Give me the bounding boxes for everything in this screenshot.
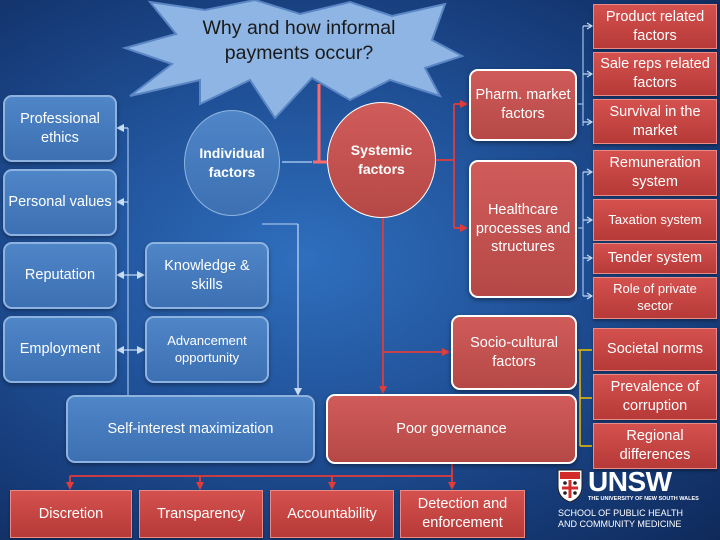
socio-cultural-factors-box: Socio-cultural factors: [451, 315, 577, 390]
diagram-title: Why and how informal payments occur?: [202, 17, 396, 65]
healthcare-processes-box: Healthcare processes and structures: [469, 160, 577, 298]
poor-governance-box: Poor governance: [326, 394, 577, 464]
employment-box: Employment: [3, 316, 117, 383]
role-of-private-sector-box: Role of private sector: [593, 277, 717, 319]
sale-reps-related-factors-box: Sale reps related factors: [593, 52, 717, 96]
title-burst: [121, 0, 465, 120]
self-interest-maximization-box: Self-interest maximization: [66, 395, 315, 463]
reputation-box: Reputation: [3, 242, 117, 309]
pharm-market-factors-box: Pharm. market factors: [469, 69, 577, 141]
detection-enforcement-box: Detection and enforcement: [400, 490, 525, 538]
unsw-wordmark: UNSW: [588, 466, 672, 497]
prevalence-of-corruption-box: Prevalence of corruption: [593, 374, 717, 420]
school-line-2: AND COMMUNITY MEDICINE: [558, 519, 682, 530]
societal-norms-box: Societal norms: [593, 328, 717, 371]
accountability-box: Accountability: [270, 490, 394, 538]
knowledge-skills-box: Knowledge & skills: [145, 242, 269, 309]
personal-values-box: Personal values: [3, 169, 117, 236]
product-related-factors-box: Product related factors: [593, 4, 717, 49]
school-line-1: SCHOOL OF PUBLIC HEALTH: [558, 508, 684, 518]
systemic-factors-node: Systemic factors: [327, 102, 436, 218]
taxation-system-box: Taxation system: [593, 199, 717, 241]
unsw-subtitle: THE UNIVERSITY OF NEW SOUTH WALES: [588, 496, 699, 502]
school-name: SCHOOL OF PUBLIC HEALTH AND COMMUNITY ME…: [558, 508, 683, 531]
tender-system-box: Tender system: [593, 243, 717, 274]
crest-icon: [557, 469, 583, 503]
professional-ethics-box: Professional ethics: [3, 95, 117, 162]
transparency-box: Transparency: [139, 490, 263, 538]
regional-differences-box: Regional differences: [593, 423, 717, 469]
discretion-box: Discretion: [10, 490, 132, 538]
unsw-logo: UNSW THE UNIVERSITY OF NEW SOUTH WALES S…: [556, 466, 716, 532]
advancement-opportunity-box: Advancement opportunity: [145, 316, 269, 383]
remuneration-system-box: Remuneration system: [593, 150, 717, 196]
survival-in-market-box: Survival in the market: [593, 99, 717, 144]
individual-factors-node: Individual factors: [184, 110, 280, 216]
